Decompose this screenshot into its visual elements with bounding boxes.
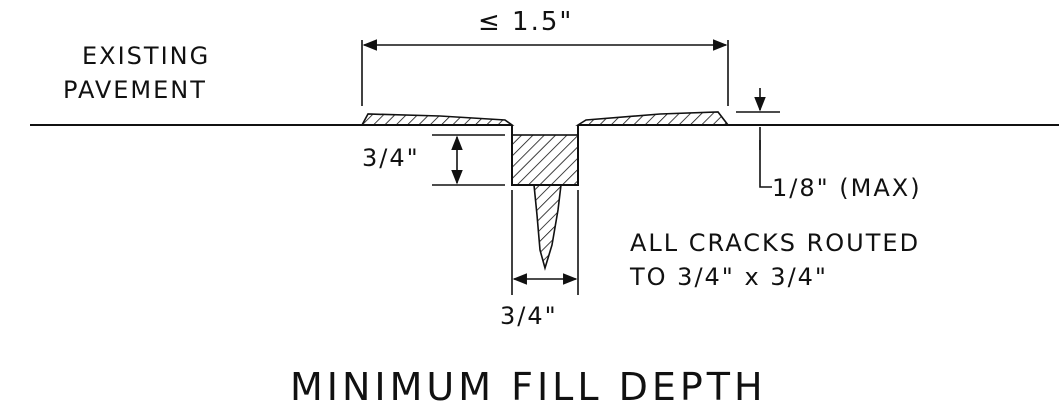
- diagram-title: MINIMUM FILL DEPTH: [290, 365, 767, 409]
- existing-pavement-label-line2: PAVEMENT: [63, 76, 207, 104]
- sealant-fill: [511, 134, 579, 186]
- rout-width-label: 3/4": [500, 302, 558, 330]
- overband-left: [360, 113, 515, 126]
- crack: [533, 184, 562, 271]
- existing-pavement-label-line1: EXISTING: [82, 42, 210, 70]
- overband-height-leader-foot: [759, 140, 772, 188]
- depth-dimension-label: 3/4": [362, 144, 420, 172]
- overband-height-label: 1/8" (MAX): [772, 174, 922, 202]
- width-dimension-label: ≤ 1.5": [478, 7, 573, 37]
- overband-right: [575, 111, 730, 126]
- routing-note-line2: TO 3/4" x 3/4": [629, 263, 828, 291]
- routing-note-line1: ALL CRACKS ROUTED: [630, 229, 920, 257]
